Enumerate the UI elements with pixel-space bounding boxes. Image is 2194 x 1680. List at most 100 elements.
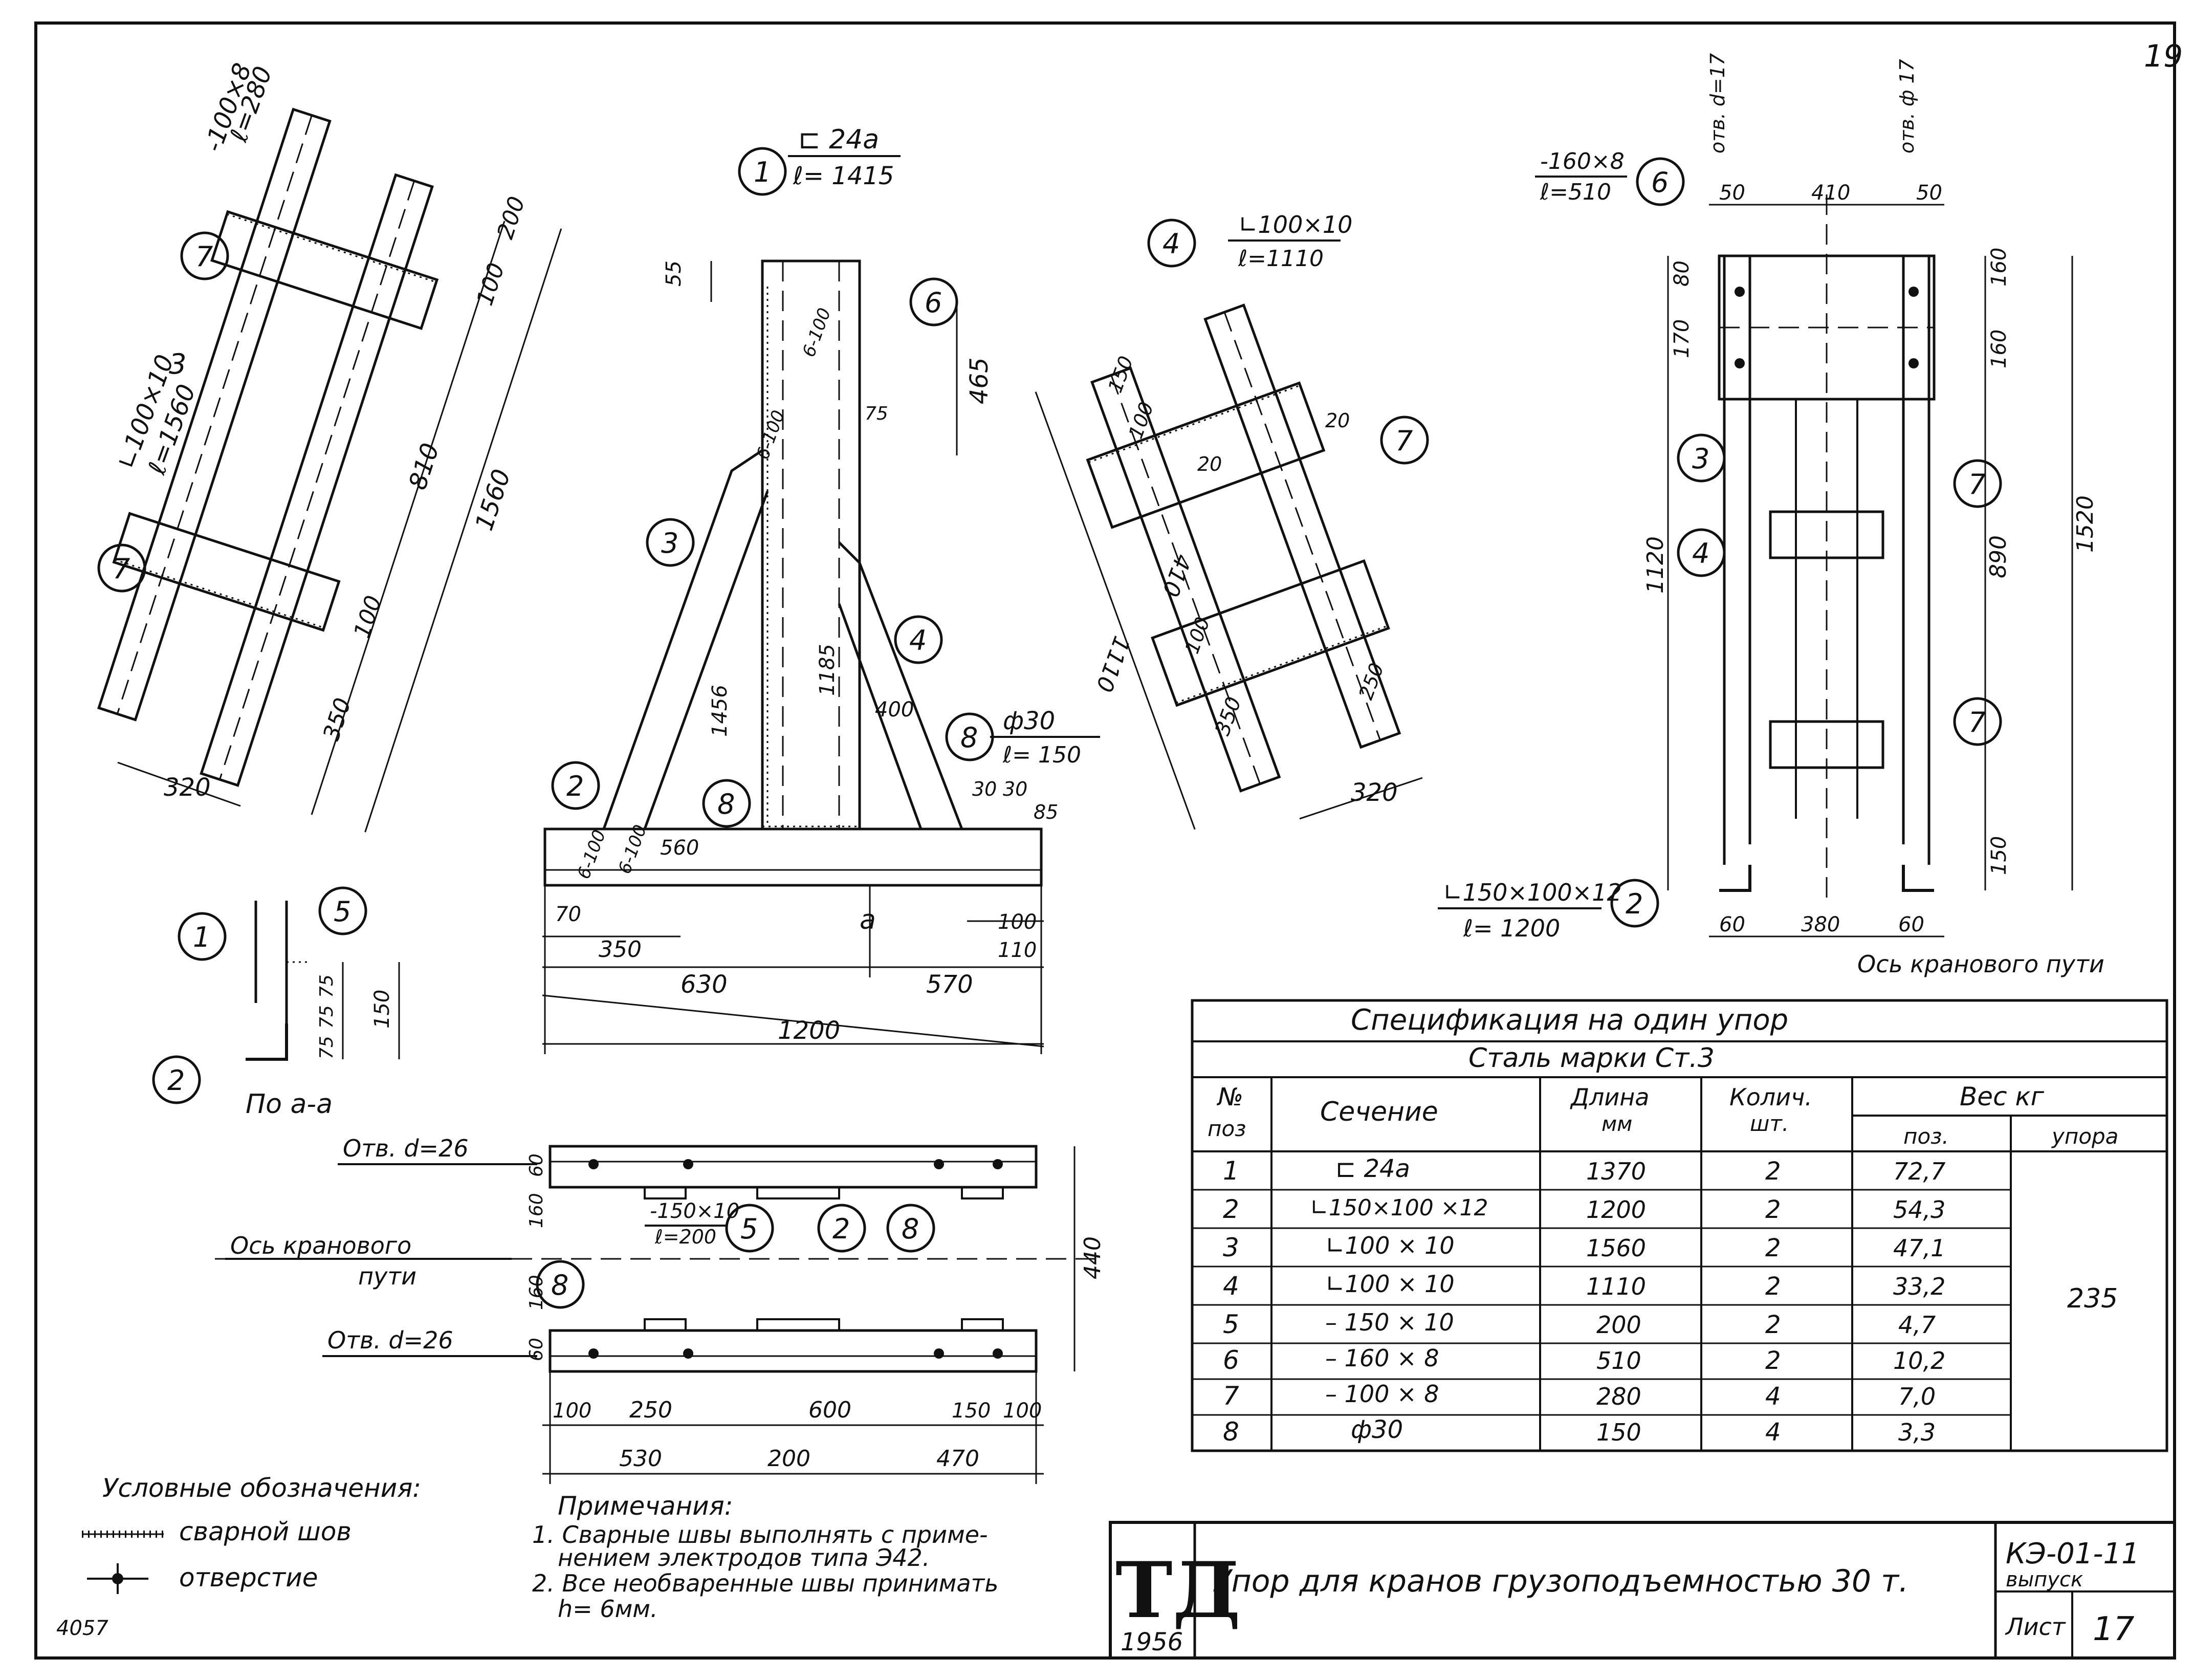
plate-5-length: ℓ=200 [654,1226,716,1248]
weld-label-2: 6-100 [753,408,789,463]
callout-3a: 3 [169,348,186,380]
dim-320: 320 [1351,778,1398,807]
logo-td: ТД [1115,1545,1241,1635]
plate-7-end-lower [1769,720,1884,769]
table-row: 2 ∟150×100 ×12 1200 2 54,3 [1223,1194,1945,1224]
row1-section: ⊏ 24а [1335,1154,1410,1183]
hole-top-right: отв. ф 17 [1896,59,1918,154]
row1-length: 1370 [1586,1158,1646,1185]
crane-axis-note: Ось кранового пути [1857,950,2104,978]
row5-w: 4,7 [1898,1311,1936,1339]
dim-100b: 100 [1003,1399,1042,1423]
dim-890: 890 [1985,535,2011,578]
row7-w: 7,0 [1898,1383,1936,1410]
table-row: 7 – 100 × 8 280 4 7,0 [1223,1380,1936,1411]
dim-100a: 100 [553,1399,591,1423]
dim-100: 100 [472,260,510,309]
dim-350: 350 [318,695,356,744]
hdr-w-pos: поз. [1903,1124,1949,1149]
row2-w: 54,3 [1893,1196,1945,1224]
dim-250: 250 [629,1397,672,1423]
row6-length: 510 [1596,1347,1641,1374]
title-year: 1956 [1121,1628,1183,1656]
dim-150: 150 [370,990,394,1029]
callout-4c: 4 [1692,537,1709,570]
table-row: 6 – 160 × 8 510 2 10,2 [1223,1344,1945,1375]
row3-qty: 2 [1765,1234,1781,1262]
dim-465: 465 [965,357,994,404]
dim-60b: 60 [526,1338,547,1361]
table-row: 3 ∟100 × 10 1560 2 47,1 [1223,1232,1945,1262]
row2-n: 2 [1223,1194,1239,1224]
hdr-num: № [1216,1083,1243,1111]
row3-section: ∟100 × 10 [1325,1232,1455,1259]
dim-50a: 50 [1719,181,1745,205]
hdr-length2: мм [1601,1112,1632,1136]
pin-length: ℓ= 150 [1002,742,1081,768]
hdr-qty2: шт. [1750,1111,1789,1136]
row5-section: – 150 × 10 [1325,1308,1454,1336]
row6-qty: 2 [1765,1346,1781,1375]
legend: Условные обозначения: сварной шов отверс… [82,1473,421,1594]
plate-5-label: -150×10 [650,1199,739,1223]
row6-n: 6 [1223,1345,1239,1375]
dim-410: 410 [1157,551,1196,600]
plate-5-top [756,1186,840,1199]
dim-20b: 20 [1197,453,1222,475]
row2-section: ∟150×100 ×12 [1310,1195,1488,1221]
table-row: 8 ф30 150 4 3,3 [1223,1415,1936,1447]
hdr-section: Сечение [1320,1097,1438,1127]
row5-n: 5 [1223,1310,1239,1339]
plan-axis-note: Ось кранового [230,1232,411,1259]
row6-section: – 160 × 8 [1325,1344,1439,1372]
dim-600: 600 [808,1397,851,1423]
hole-top-left: отв. d=17 [1706,53,1729,154]
row1-w: 72,7 [1893,1158,1945,1185]
row4-qty: 2 [1765,1272,1781,1301]
dim-80: 80 [1670,260,1694,287]
dim-20a: 20 [1325,409,1350,432]
plan-axis-note-2: пути [358,1262,416,1290]
plate-6-length: ℓ=510 [1540,179,1611,205]
notes: Примечания: 1. Сварные швы выполнять с п… [532,1491,998,1623]
row3-n: 3 [1223,1233,1239,1262]
callout-3: 3 [661,527,678,559]
dim-60a: 60 [526,1153,547,1177]
spec-table: Спецификация на один упор Сталь марки Ст… [1191,999,2168,1452]
sheet-number: 19 [2144,38,2183,74]
view-section-a-a: 75 75 75 150 По а-а [246,901,400,1120]
callout-2: 2 [566,770,584,802]
table-row: 1 ⊏ 24а 1370 2 72,7 [1223,1154,1945,1186]
plate-7-top [210,210,439,330]
angle-4-length: ℓ=1110 [1238,246,1324,272]
table-row: 4 ∟100 × 10 1110 2 33,2 [1223,1270,1945,1301]
callout-5b: 5 [740,1213,758,1245]
legend-hole: отверстие [179,1563,318,1592]
channel-length: ℓ= 1415 [793,162,894,190]
plate-6-label: -160×8 [1540,148,1625,174]
dim-60b: 60 [1898,913,1924,936]
dim-110: 110 [998,939,1037,962]
plan-top-angle [548,1145,1038,1189]
note-line-1: 1. Сварные швы выполнять с приме- [532,1521,988,1548]
title-block: ТД 1956 Упор для кранов грузоподъемность… [1109,1521,2176,1660]
angle-4-front [838,541,963,830]
drawing-code: КЭ-01-11 [2006,1537,2140,1570]
dim-50b: 50 [1916,181,1942,205]
plate-7-upper [1086,381,1326,529]
dim-1456: 1456 [708,685,732,737]
row1-n: 1 [1223,1156,1239,1186]
dim-100b: 100 [349,593,387,642]
dim-350: 350 [599,936,642,963]
weld-label-4: 6-100 [615,822,651,877]
callout-4b: 4 [1162,228,1180,260]
drawing-issue: выпуск [2006,1568,2083,1591]
dim-75b: 75 [316,1005,337,1029]
plate-7-lower [1151,559,1390,707]
row1-qty: 2 [1765,1157,1781,1186]
row4-w: 33,2 [1893,1273,1945,1300]
legend-title: Условные обозначения: [102,1473,421,1503]
callout-7d: 7 [1968,468,1986,500]
dim-200: 200 [767,1446,810,1472]
